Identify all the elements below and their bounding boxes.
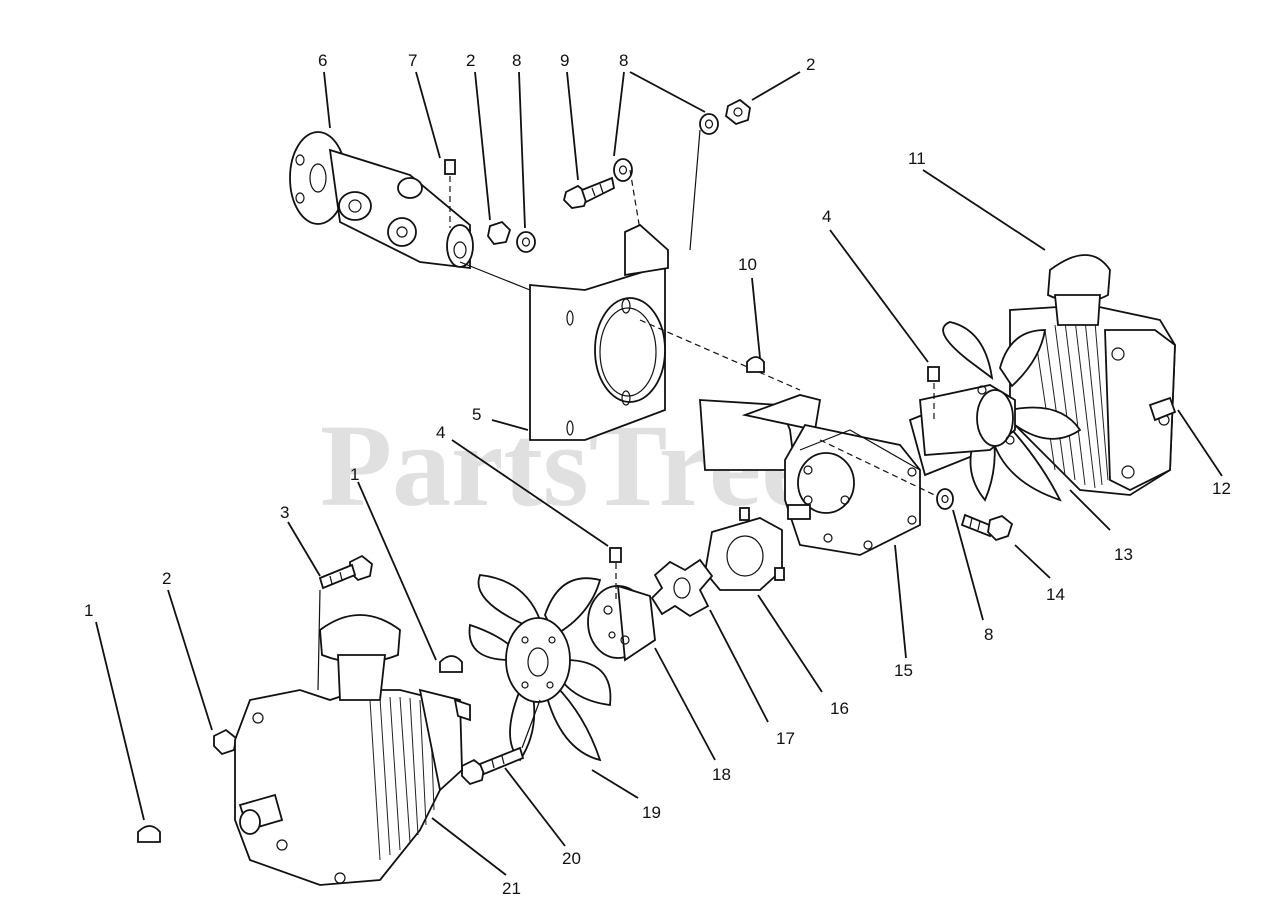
bolt-14-and-washer <box>936 488 1014 542</box>
callout-19: 19 <box>642 803 661 822</box>
bolt-3 <box>317 554 373 691</box>
callout-2: 2 <box>466 51 475 70</box>
callout-18: 18 <box>712 765 731 784</box>
key-10 <box>746 356 765 373</box>
nut-2-lower <box>213 728 237 756</box>
callout-labels: 6 7 2 8 9 8 2 11 4 10 5 12 13 14 8 15 16… <box>84 51 1231 898</box>
key-1-upper <box>439 655 463 673</box>
callout-12: 12 <box>1212 479 1231 498</box>
callout-17: 17 <box>776 729 795 748</box>
universal-joint-assembly <box>289 131 474 270</box>
callout-1: 1 <box>84 601 93 620</box>
callout-16: 16 <box>830 699 849 718</box>
gear-case-15 <box>699 394 977 556</box>
bolt-9 <box>563 158 641 231</box>
mounting-bracket <box>459 223 801 441</box>
callout-15: 15 <box>894 661 913 680</box>
left-gearbox-21 <box>234 614 471 886</box>
bolt-20 <box>461 699 541 786</box>
callout-2: 2 <box>806 55 815 74</box>
leader-lines <box>95 71 1223 876</box>
callout-7: 7 <box>408 51 417 70</box>
coupling-half-18 <box>587 547 656 662</box>
callout-21: 21 <box>502 879 521 898</box>
callout-5: 5 <box>472 405 481 424</box>
nut-and-washer-upper-left <box>487 220 536 253</box>
right-fan-gearbox-13 <box>919 254 1177 502</box>
callout-3: 3 <box>280 503 289 522</box>
key-1-lower <box>137 825 161 843</box>
nut-and-washer-upper-right <box>689 98 751 251</box>
callout-4: 4 <box>436 423 445 442</box>
callout-1: 1 <box>350 465 359 484</box>
callout-20: 20 <box>562 849 581 868</box>
callout-11: 11 <box>908 149 926 168</box>
callout-8: 8 <box>512 51 521 70</box>
callout-14: 14 <box>1046 585 1065 604</box>
callout-6: 6 <box>318 51 327 70</box>
coupling-half-16 <box>704 507 785 591</box>
fan-19 <box>468 574 612 762</box>
callout-2: 2 <box>162 569 171 588</box>
spider-17 <box>650 558 714 618</box>
callout-8: 8 <box>984 625 993 644</box>
callout-8: 8 <box>619 51 628 70</box>
callout-10: 10 <box>738 255 757 274</box>
callout-13: 13 <box>1114 545 1133 564</box>
callout-9: 9 <box>560 51 569 70</box>
callout-4: 4 <box>822 207 831 226</box>
